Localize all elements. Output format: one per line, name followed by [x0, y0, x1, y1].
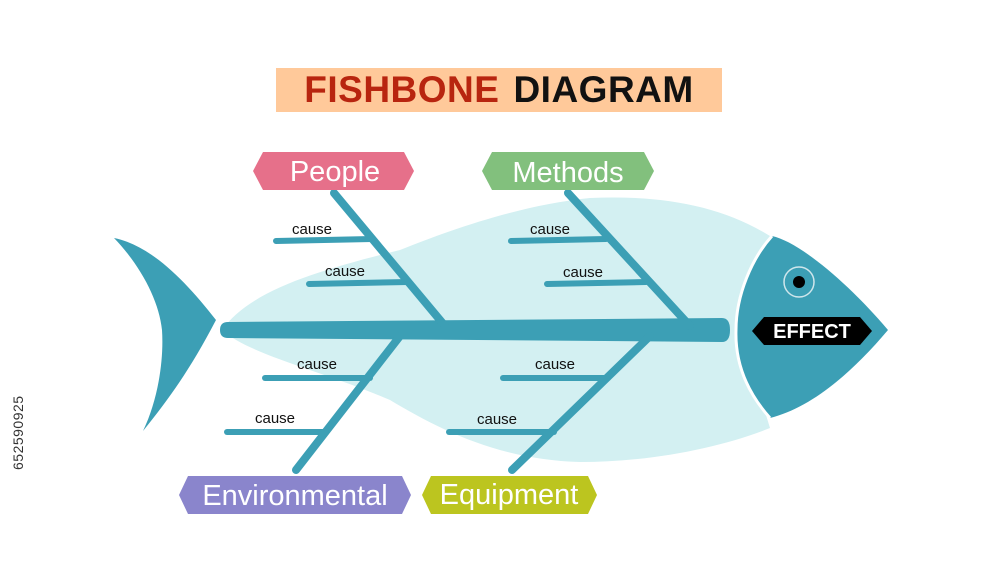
fish-eye [793, 276, 805, 288]
stock-id: 652590925 [10, 395, 26, 470]
category-methods-label: Methods [512, 157, 623, 189]
cause-label-methods-2: cause [563, 264, 603, 281]
fish-spine [220, 318, 730, 342]
effect-box [752, 317, 872, 345]
category-equipment-box [422, 476, 597, 514]
bone-methods [564, 189, 694, 330]
title-fishbone-word: FISHBONE [304, 69, 500, 110]
title-diagram-word: DIAGRAM [513, 69, 694, 110]
cause-label-env-1: cause [297, 356, 337, 373]
category-equipment-label: Equipment [440, 479, 579, 511]
category-environmental-box [179, 476, 411, 514]
bone-environmental [292, 332, 404, 474]
sub-bone-people-1 [273, 236, 375, 244]
category-methods-box [482, 152, 654, 190]
category-people-box [253, 152, 414, 190]
cause-label-env-2: cause [255, 410, 295, 427]
cause-label-equip-1: cause [535, 356, 575, 373]
cause-label-methods-1: cause [530, 221, 570, 238]
head-gill-line [734, 234, 774, 419]
sub-bone-methods-1 [508, 236, 609, 244]
effect-label: EFFECT [773, 321, 851, 343]
bone-people [330, 189, 449, 330]
cause-label-people-1: cause [292, 221, 332, 238]
diagram-title: FISHBONE DIAGRAM [276, 68, 722, 112]
sub-bone-methods-2 [544, 279, 649, 287]
bone-equipment [508, 332, 654, 474]
cause-label-equip-2: cause [477, 411, 517, 428]
fish-tail [114, 238, 216, 431]
cause-label-people-2: cause [325, 263, 365, 280]
category-people-label: People [290, 156, 380, 188]
sub-bone-people-2 [306, 279, 411, 287]
category-environmental-label: Environmental [202, 480, 387, 512]
